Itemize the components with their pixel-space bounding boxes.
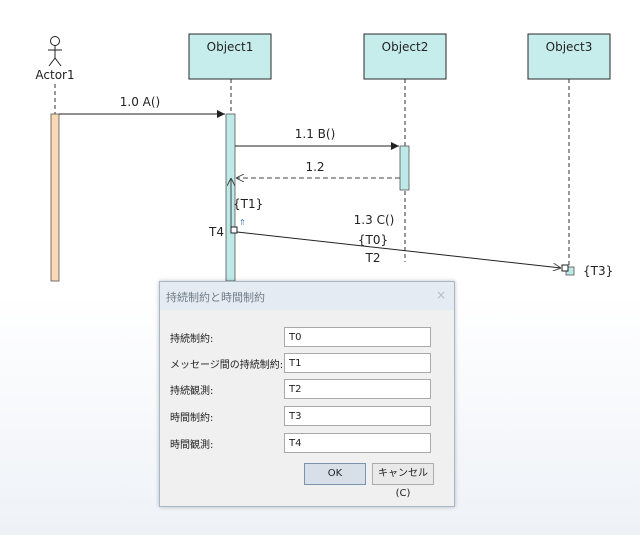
actor-activation[interactable] bbox=[50, 113, 60, 282]
time-observation-label: 時間観測: bbox=[170, 440, 214, 451]
duration-observation-row: 持続観測: bbox=[170, 379, 450, 399]
message-c-arrow[interactable] bbox=[236, 231, 561, 268]
cancel-button[interactable]: キャンセル(C) bbox=[372, 463, 434, 499]
constraint-t3-label: {T3} bbox=[583, 264, 613, 278]
duration-constraint-input[interactable] bbox=[284, 327, 431, 347]
object3-box[interactable]: Object3 bbox=[527, 33, 611, 80]
constraint-dialog: 持続制約と時間制約 × 持続制約: メッセージ間の持続制約: 持続観測: 時間制… bbox=[159, 281, 455, 507]
ok-button[interactable]: OK bbox=[304, 463, 366, 485]
object3-label: Object3 bbox=[546, 40, 593, 54]
message-duration-constraint-row: メッセージ間の持続制約: bbox=[170, 353, 450, 373]
t4-marker[interactable] bbox=[230, 226, 238, 234]
object2-activation[interactable] bbox=[399, 145, 410, 191]
message-duration-constraint-label: メッセージ間の持続制約: bbox=[170, 360, 284, 371]
time-constraint-label: 時間制約: bbox=[170, 413, 214, 424]
duration-constraint-row: 持続制約: bbox=[170, 327, 450, 347]
close-icon[interactable]: × bbox=[435, 288, 446, 302]
time-constraint-input[interactable] bbox=[284, 406, 431, 426]
duration-constraint-label: 持続制約: bbox=[170, 334, 214, 345]
dialog-titlebar[interactable]: 持続制約と時間制約 × bbox=[160, 282, 454, 310]
message-b-label: 1.1 B() bbox=[295, 127, 336, 141]
actor-figure[interactable] bbox=[48, 36, 62, 67]
observation-t4-label: T4 bbox=[208, 225, 224, 239]
constraint-t1-label: {T1} bbox=[233, 197, 263, 211]
dialog-title: 持続制約と時間制約 bbox=[166, 291, 265, 304]
time-constraint-row: 時間制約: bbox=[170, 406, 450, 426]
message-a-label: 1.0 A() bbox=[120, 95, 160, 109]
message-duration-constraint-input[interactable] bbox=[284, 353, 431, 373]
duration-observation-input[interactable] bbox=[284, 379, 431, 399]
duration-observation-label: 持続観測: bbox=[170, 386, 214, 397]
actor-label: Actor1 bbox=[35, 68, 74, 82]
time-observation-row: 時間観測: bbox=[170, 433, 450, 453]
constraint-t0-label: {T0} bbox=[358, 233, 388, 247]
object1-label: Object1 bbox=[207, 40, 254, 54]
observation-t2-label: T2 bbox=[365, 251, 381, 265]
t3-marker[interactable] bbox=[561, 264, 569, 272]
message-return-label: 1.2 bbox=[305, 160, 324, 174]
up-arrow-icon: ⇑ bbox=[239, 218, 246, 227]
object1-box[interactable]: Object1 bbox=[188, 33, 272, 80]
message-c-label: 1.3 C() bbox=[354, 213, 395, 227]
time-observation-input[interactable] bbox=[284, 433, 431, 453]
object2-label: Object2 bbox=[382, 40, 429, 54]
object2-box[interactable]: Object2 bbox=[363, 33, 447, 80]
